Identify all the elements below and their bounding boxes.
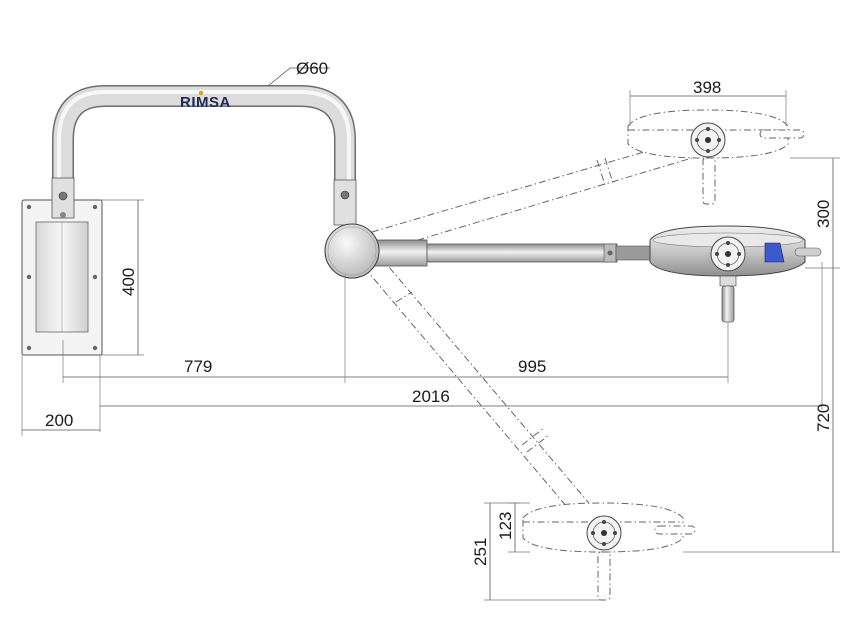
dim-lamp-vertical-offset: 300 xyxy=(814,200,833,228)
dim-wall-plate-height: 400 xyxy=(119,268,138,296)
main-lamp-head xyxy=(649,225,822,323)
ghost-lamp-lower xyxy=(522,502,696,601)
dim-tube-diameter: Ø60 xyxy=(296,59,328,78)
curved-tube-arm xyxy=(51,85,357,226)
dim-extension-length: 995 xyxy=(518,357,546,376)
central-hub xyxy=(324,223,380,279)
dim-total-vertical: 720 xyxy=(814,404,833,432)
dim-lower-lamp-height: 123 xyxy=(496,512,515,540)
wall-plate xyxy=(21,199,103,356)
rimsa-logo-text: RIMSA xyxy=(180,94,231,111)
dimension-lines xyxy=(21,67,840,601)
ghost-arm-lower xyxy=(367,259,611,541)
dim-total-length: 2016 xyxy=(412,387,450,406)
horizontal-arm xyxy=(374,239,652,267)
dim-lamp-width: 398 xyxy=(693,78,721,97)
dim-wall-plate-depth: 200 xyxy=(45,411,73,430)
logo-dot-icon xyxy=(198,90,204,96)
dim-arm-length: 779 xyxy=(184,357,212,376)
ghost-lamp-upper xyxy=(627,109,805,205)
dim-lower-lamp-total-height: 251 xyxy=(471,538,490,566)
